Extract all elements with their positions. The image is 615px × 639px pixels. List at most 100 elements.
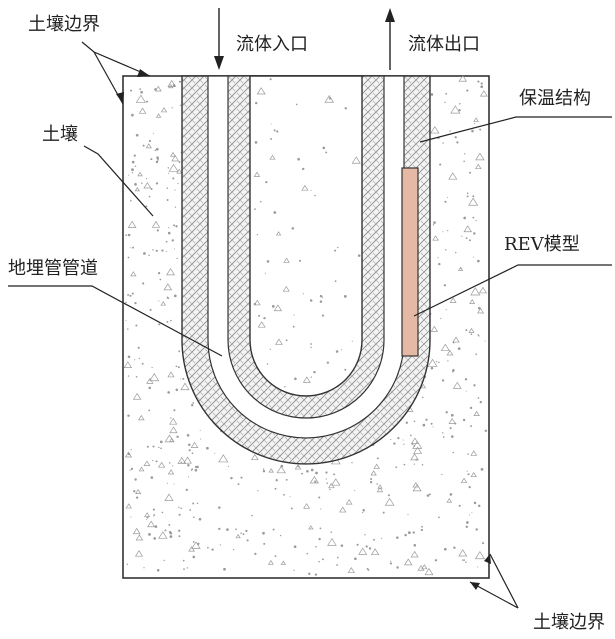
soil-speckle [262,531,265,535]
soil-speckle [220,431,222,433]
soil-speckle [141,182,143,184]
soil-speckle [412,440,423,449]
soil-speckle [413,446,423,454]
soil-speckle [472,216,475,219]
soil-speckle [130,271,137,277]
soil-speckle [185,488,188,492]
soil-speckle [413,544,417,547]
soil-speckle [362,509,365,512]
soil-speckle [325,478,327,480]
rev-model-block [401,167,419,357]
soil-speckle [420,383,427,389]
soil-speckle [343,295,347,298]
soil-speckle [480,468,484,471]
soil-speckle [408,531,411,535]
soil-speckle [449,130,451,132]
soil-speckle [214,452,216,454]
soil-speckle [477,80,480,83]
soil-speckle [152,132,154,134]
soil-speckle [462,559,464,561]
soil-speckle [192,555,196,559]
soil-speckle [273,304,283,312]
soil-speckle [135,375,138,378]
soil-speckle [449,427,452,430]
soil-speckle [158,531,168,539]
soil-speckle [167,231,171,235]
soil-speckle [364,534,366,536]
soil-speckle [127,220,137,228]
soil-speckle [143,460,151,467]
soil-speckle [274,487,277,490]
soil-speckle [161,249,164,252]
soil-speckle [443,547,447,551]
soil-speckle [148,409,151,412]
soil-speckle [441,473,443,476]
soil-speckle [276,130,279,133]
soil-speckle [449,297,457,303]
soil-speckle [260,200,262,203]
soil-speckle [170,319,172,322]
soil-speckle [159,278,162,281]
soil-speckle [447,229,449,232]
soil-speckle [466,521,469,524]
soil-speckle [168,531,172,534]
soil-speckle [377,484,383,489]
soil-speckle [152,508,155,511]
soil-speckle [187,463,190,467]
soil-speckle [237,483,240,486]
soil-speckle [254,552,257,556]
soil-speckle [315,471,318,475]
soil-speckle [420,528,424,532]
soil-speckle [426,494,430,497]
soil-speckle [206,446,209,450]
soil-speckle [227,465,229,468]
soil-speckle [474,163,482,170]
soil-speckle [466,470,468,472]
soil-speckle [253,299,261,306]
soil-speckle [163,283,173,291]
soil-speckle [130,449,132,451]
soil-speckle [262,469,266,473]
soil-speckle [477,566,479,568]
soil-speckle [335,350,339,353]
soil-speckle [370,478,373,480]
soil-speckle [441,379,445,382]
soil-speckle [283,257,290,263]
soil-speckle [155,182,159,185]
soil-speckle [282,285,290,292]
soil-speckle [438,262,441,266]
soil-speckle [274,555,277,558]
soil-speckle [327,537,337,546]
soil-speckle [138,357,141,360]
soil-speckle [445,92,448,95]
soil-speckle [413,420,416,423]
soil-speckle [463,225,473,233]
soil-speckle [309,299,313,302]
soil-speckle [330,531,332,533]
soil-speckle [127,328,129,330]
soil-speckle [473,232,476,235]
soil-speckle [263,542,266,545]
soil-speckle [178,513,181,516]
soil-speckle [135,489,142,494]
soil-speckle [301,184,309,191]
soil-speckle [160,107,168,113]
soil-speckle [193,516,195,519]
soil-speckle [468,485,471,489]
soil-speckle [125,320,127,322]
core-soil-speckles [253,78,361,388]
soil-speckle [145,177,148,180]
soil-speckle [445,411,448,414]
soil-speckle [382,511,385,514]
soil-speckle [180,382,190,391]
soil-speckle [178,161,181,163]
soil-speckle [302,293,304,295]
soil-speckle [285,478,288,481]
soil-speckle [479,400,482,404]
soil-speckle [460,267,462,270]
soil-speckle [177,456,187,464]
soil-speckle [369,481,373,484]
soil-speckle [256,87,266,95]
soil-speckle [310,376,312,378]
